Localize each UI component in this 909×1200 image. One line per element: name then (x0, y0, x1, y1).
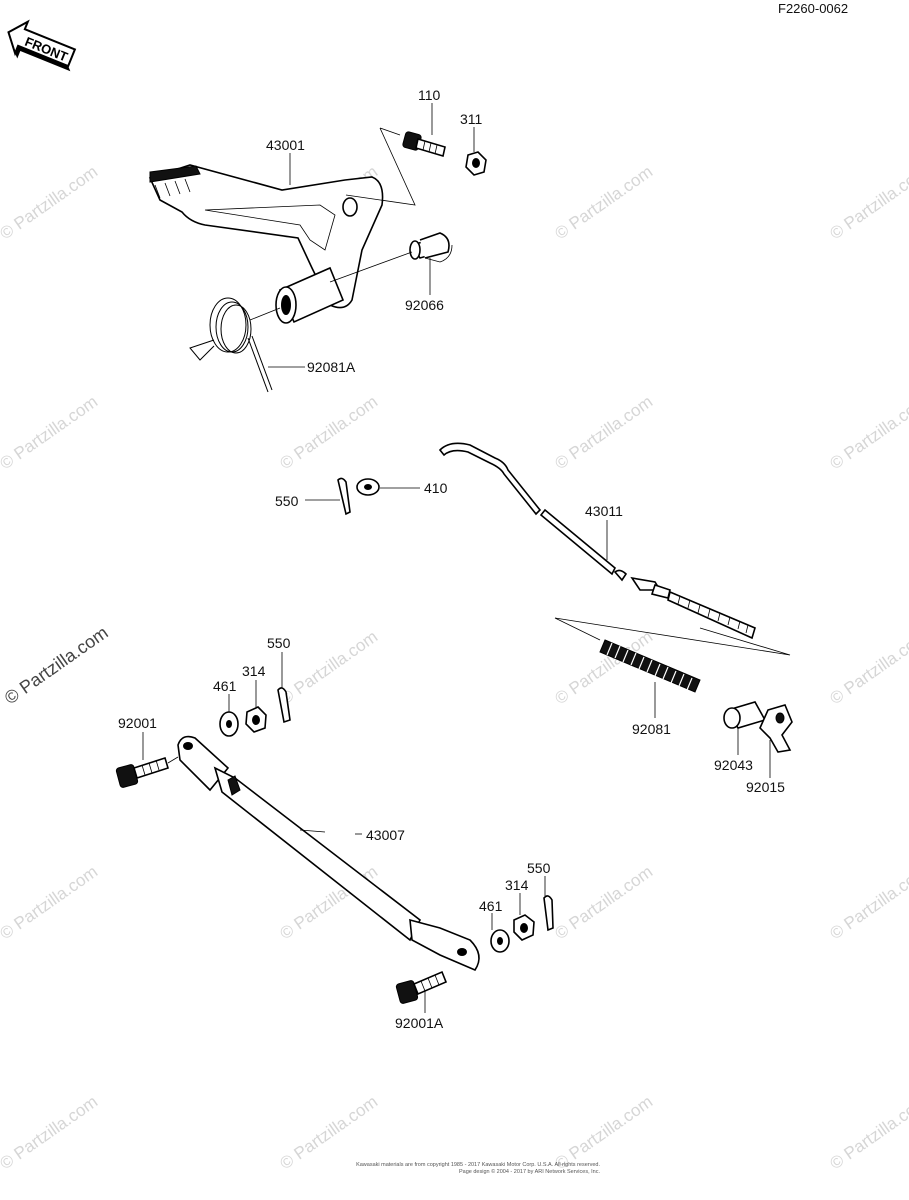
label-461-upper: 461 (213, 678, 237, 694)
watermark: © Partzilla.com (826, 162, 909, 243)
watermark: © Partzilla.com (276, 627, 381, 708)
copyright-line-1: Kawasaki materials are from copyright 19… (356, 1162, 600, 1168)
leader-lines (345, 127, 416, 206)
figure-code: F2260-0062 (778, 1, 848, 16)
label-410: 410 (424, 480, 448, 496)
watermark: © Partzilla.com (826, 392, 909, 473)
label-550-upper: 550 (275, 493, 299, 509)
label-311: 311 (460, 111, 483, 127)
washer-461-upper (219, 711, 239, 737)
return-spring-92081 (599, 639, 701, 693)
cotter-pin-550-lower (543, 895, 554, 932)
joint-92043 (723, 701, 767, 729)
watermark: © Partzilla.com (551, 862, 656, 943)
label-92043: 92043 (714, 757, 753, 773)
brake-pedal-43001 (148, 164, 384, 324)
watermark: © Partzilla.com (276, 392, 381, 473)
bolt-110 (402, 131, 446, 158)
label-43001: 43001 (266, 137, 305, 153)
copyright-line-2: Page design © 2004 - 2017 by ARI Network… (459, 1168, 600, 1175)
watermark: © Partzilla.com (826, 1092, 909, 1173)
watermark: © Partzilla.com (0, 162, 101, 243)
bolt-92001A (395, 970, 448, 1004)
label-92001: 92001 (118, 715, 157, 731)
brake-rod-43011 (438, 442, 756, 640)
bolt-92001 (115, 756, 169, 788)
watermark: © Partzilla.com (1, 622, 112, 708)
front-arrow-icon: FRONT (7, 19, 77, 72)
watermark-layer: © Partzilla.com © Partzilla.com © Partzi… (0, 162, 909, 1173)
cotter-pin-550-mid (277, 687, 291, 724)
watermark: © Partzilla.com (826, 862, 909, 943)
watermark: © Partzilla.com (0, 392, 101, 473)
cotter-pin-550-upper (337, 477, 351, 516)
watermark: © Partzilla.com (826, 627, 909, 708)
label-110: 110 (418, 87, 441, 103)
label-314-lower: 314 (505, 877, 529, 893)
label-314-upper: 314 (242, 663, 266, 679)
watermark: © Partzilla.com (0, 862, 101, 943)
torsion-spring-92081A (189, 297, 273, 393)
label-92066: 92066 (405, 297, 444, 313)
label-92001A: 92001A (395, 1015, 444, 1031)
nut-92015 (759, 704, 793, 753)
brake-link-43007 (177, 735, 480, 971)
label-550-mid: 550 (267, 635, 291, 651)
label-92015: 92015 (746, 779, 785, 795)
label-43011: 43011 (585, 503, 623, 519)
label-92081A: 92081A (307, 359, 356, 375)
bushing-92066 (409, 232, 453, 263)
nut-311 (465, 151, 487, 176)
washer-410 (356, 478, 380, 496)
label-92081: 92081 (632, 721, 671, 737)
label-461-lower: 461 (479, 898, 503, 914)
leader-lines (142, 103, 771, 1013)
washer-461-lower (490, 929, 510, 953)
label-550-lower: 550 (527, 860, 551, 876)
part-labels: 110 311 43001 92066 92081A 550 410 43011… (118, 87, 785, 1031)
nut-314-lower (513, 914, 535, 941)
watermark: © Partzilla.com (0, 1092, 101, 1173)
watermark: © Partzilla.com (551, 162, 656, 243)
label-43007: 43007 (366, 827, 405, 843)
nut-314-upper (245, 706, 267, 733)
watermark: © Partzilla.com (551, 392, 656, 473)
